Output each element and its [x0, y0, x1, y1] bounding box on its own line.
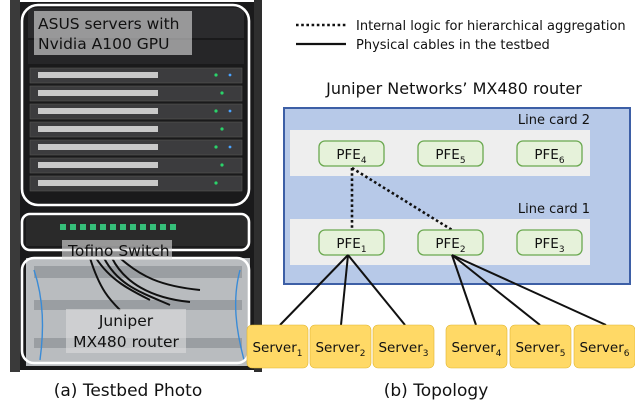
server-1-subscript: 1: [297, 349, 303, 359]
svg-text:Server4: Server4: [451, 340, 501, 359]
photo-cables: [89, 257, 201, 311]
physical-cables: [279, 254, 607, 326]
server-6-label: Server: [579, 340, 624, 356]
server-5-subscript: 5: [560, 349, 566, 359]
server-1-label: Server: [252, 340, 297, 356]
server-2-label: Server: [315, 340, 360, 356]
svg-text:PFE4: PFE4: [336, 147, 366, 166]
pfe-1-label: PFE: [336, 236, 360, 252]
pfe-4-label: PFE: [336, 147, 360, 163]
svg-text:Server1: Server1: [252, 340, 302, 359]
server-6: [573, 324, 635, 369]
svg-text:PFE5: PFE5: [435, 147, 465, 166]
pfe-6-subscript: 6: [559, 156, 565, 166]
testbed-photo: ASUS servers with Nvidia A100 GPU Tofino…: [10, 0, 262, 372]
server-6-subscript: 6: [624, 349, 630, 359]
server-units: [28, 8, 244, 192]
legend-dotted-label: Internal logic for hierarchical aggregat…: [356, 19, 626, 34]
server-4-label: Server: [451, 340, 496, 356]
pfe-6-label: PFE: [534, 147, 558, 163]
photo-caption: (a) Testbed Photo: [54, 381, 203, 401]
pfe-2-subscript: 2: [460, 245, 466, 255]
svg-text:Server2: Server2: [315, 340, 365, 359]
pfe-5-subscript: 5: [460, 156, 466, 166]
svg-text:PFE2: PFE2: [435, 236, 465, 255]
pfe-1-subscript: 1: [361, 245, 367, 255]
server-2: [309, 324, 372, 369]
router-title: Juniper Networks’ MX480 router: [325, 79, 582, 98]
pfe-4: [318, 140, 385, 167]
router-label-line1: Juniper: [98, 312, 154, 330]
server-5: [509, 324, 572, 369]
pfe-4-subscript: 4: [361, 156, 367, 166]
pfe-row-top: PFE4 PFE5 PFE6: [318, 140, 583, 167]
pfe-1: [318, 229, 385, 256]
pfe-2: [417, 229, 484, 256]
pfe-3: [516, 229, 583, 256]
pfe-5: [417, 140, 484, 167]
svg-text:PFE3: PFE3: [534, 236, 564, 255]
topology-caption: (b) Topology: [384, 381, 489, 401]
pfe-3-subscript: 3: [559, 245, 565, 255]
server-4-subscript: 4: [496, 349, 502, 359]
server-1: [246, 324, 309, 369]
line-card-1-label: Line card 1: [518, 202, 590, 217]
pfe-row-bottom: PFE1 PFE2 PFE3: [318, 229, 583, 256]
server-2-subscript: 2: [360, 349, 366, 359]
svg-text:Server5: Server5: [515, 340, 565, 359]
pfe-2-label: PFE: [435, 236, 459, 252]
legend-solid-label: Physical cables in the testbed: [356, 38, 550, 53]
router-label-line2: MX480 router: [73, 333, 179, 351]
pfe-6: [516, 140, 583, 167]
svg-text:Server6: Server6: [579, 340, 629, 359]
legend: Internal logic for hierarchical aggregat…: [296, 19, 626, 53]
servers-label-line2: Nvidia A100 GPU: [38, 35, 169, 53]
server-row: Server1 Server2 Server3 Server4 Server5 …: [246, 324, 635, 369]
server-3-label: Server: [378, 340, 423, 356]
pfe-5-label: PFE: [435, 147, 459, 163]
svg-text:Server3: Server3: [378, 340, 428, 359]
server-3: [372, 324, 435, 369]
pfe-3-label: PFE: [534, 236, 558, 252]
aggregation-links: [350, 166, 453, 232]
servers-label-line1: ASUS servers with: [38, 15, 180, 33]
server-3-subscript: 3: [423, 349, 429, 359]
switch-label: Tofino Switch: [67, 242, 170, 260]
line-card-2-label: Line card 2: [518, 113, 590, 128]
svg-text:PFE1: PFE1: [336, 236, 366, 255]
servers-outline: [20, 3, 251, 207]
svg-text:PFE6: PFE6: [534, 147, 564, 166]
server-5-label: Server: [515, 340, 560, 356]
server-4: [445, 324, 508, 369]
